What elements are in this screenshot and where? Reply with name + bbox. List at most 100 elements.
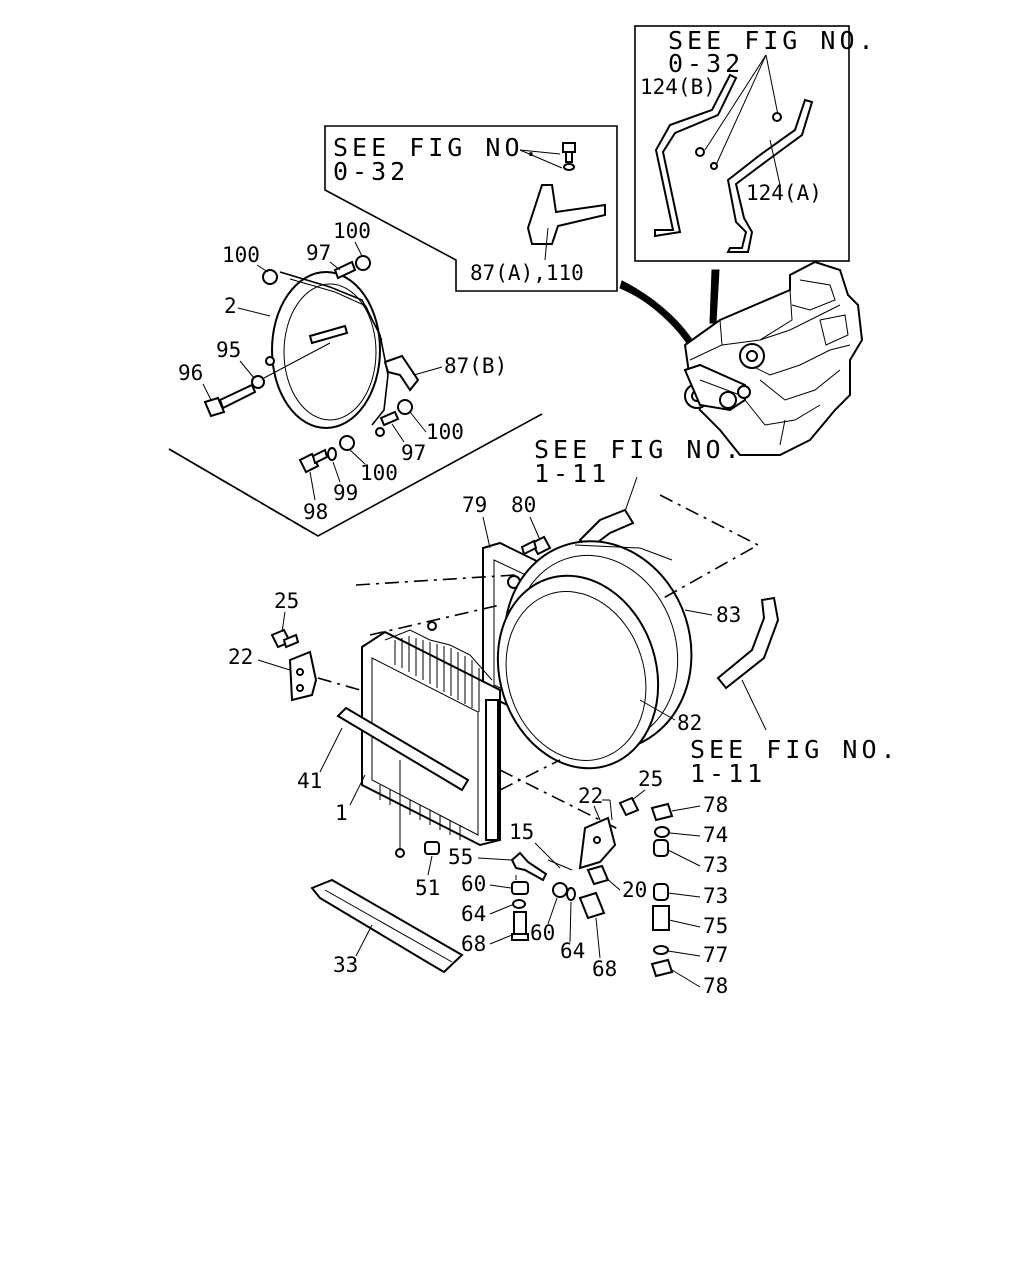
- callout-124b: 124(B): [640, 75, 716, 99]
- bracket-33: [310, 878, 464, 974]
- callout-64: 64: [560, 939, 585, 963]
- bracket-22-right: [578, 816, 617, 870]
- callout-25: 25: [638, 767, 663, 791]
- callout-68: 68: [592, 957, 617, 981]
- washer-77: [653, 945, 669, 955]
- callout-124a: 124(A): [746, 181, 822, 205]
- lower-callouts: 79 80 83 82 25 22 41 1 51 55 15 60 64 68…: [228, 493, 741, 998]
- callout-64: 64: [461, 902, 486, 926]
- spacer-97: [333, 260, 357, 280]
- reference-number: 1-11: [534, 459, 610, 488]
- callout-20: 20: [622, 878, 647, 902]
- reference-text: SEE FIG NO.: [668, 26, 878, 55]
- engine-block: [683, 260, 864, 456]
- bolt-96: [203, 383, 257, 418]
- callout-78: 78: [703, 974, 728, 998]
- spacer-97: [379, 410, 400, 427]
- fitting-60-right: [552, 882, 568, 898]
- callout-87a-110: 87(A),110: [470, 261, 584, 285]
- pipe-124b: [654, 73, 738, 238]
- fan-ring-83: [496, 540, 693, 770]
- nut-100: [355, 255, 371, 271]
- callout-15: 15: [509, 820, 534, 844]
- pipe-124a: [726, 98, 814, 253]
- callout-97: 97: [306, 241, 331, 265]
- nut-100: [262, 269, 278, 285]
- bracket-22-left: [288, 650, 318, 702]
- reference-text: SEE FIG NO.: [534, 435, 744, 464]
- bracket-87b: [383, 354, 420, 392]
- nut-100: [339, 435, 355, 451]
- callout-73: 73: [703, 884, 728, 908]
- callout-77: 77: [703, 943, 728, 967]
- callout-100: 100: [333, 219, 371, 243]
- callout-74: 74: [703, 823, 728, 847]
- callout-78: 78: [703, 793, 728, 817]
- callout-100: 100: [426, 420, 464, 444]
- callout-100: 100: [360, 461, 398, 485]
- bolt-25-left: [270, 628, 300, 649]
- bolt-68-right: [578, 891, 606, 920]
- reference-number: 0-32: [668, 49, 744, 78]
- callout-79: 79: [462, 493, 487, 517]
- bracket-87a: [526, 184, 606, 245]
- washer-95: [251, 375, 265, 389]
- fitting-stack: [650, 802, 674, 978]
- bolt-80: [520, 535, 552, 556]
- fan-shroud-assembly: [168, 255, 543, 537]
- callout-2: 2: [224, 294, 237, 318]
- callout-87b: 87(B): [444, 354, 507, 378]
- sleeve-73: [653, 839, 669, 857]
- callout-98: 98: [303, 500, 328, 524]
- tube-41: [336, 706, 470, 792]
- nut-100: [397, 399, 413, 415]
- bolt-icon: [562, 142, 576, 171]
- reference-fig-1-11-top: SEE FIG NO. 1-11: [534, 435, 744, 521]
- callout-100: 100: [222, 243, 260, 267]
- radiator-fins: [394, 636, 480, 712]
- reference-number: 1-11: [690, 759, 766, 788]
- callout-80: 80: [511, 493, 536, 517]
- callout-22: 22: [578, 784, 603, 808]
- callout-68: 68: [461, 932, 486, 956]
- reference-fig-1-11-bottom: SEE FIG NO. 1-11: [690, 679, 900, 788]
- nut-78: [650, 802, 674, 822]
- bolt-25-right: [618, 796, 640, 817]
- callout-25: 25: [274, 589, 299, 613]
- plug-51: [424, 841, 440, 855]
- shroud-callouts: 100 97 100 2 95 96 87(B) 100 97 100 99 9…: [178, 219, 507, 524]
- callout-51: 51: [415, 876, 440, 900]
- callout-83: 83: [716, 603, 741, 627]
- reference-text: SEE FIG NO.: [333, 133, 543, 162]
- callout-1: 1: [335, 801, 348, 825]
- reference-box-fig-0-32-left: SEE FIG NO. 0-32 87(A),110: [324, 125, 618, 292]
- nut-78: [650, 958, 674, 978]
- callout-60: 60: [461, 872, 486, 896]
- callout-60: 60: [530, 921, 555, 945]
- bolt-98: [298, 448, 329, 474]
- callout-82: 82: [677, 711, 702, 735]
- callout-33: 33: [333, 953, 358, 977]
- callout-96: 96: [178, 361, 203, 385]
- callout-95: 95: [216, 338, 241, 362]
- reference-number: 0-32: [333, 157, 409, 186]
- callout-41: 41: [297, 769, 322, 793]
- connector-75: [652, 905, 670, 931]
- callout-99: 99: [333, 481, 358, 505]
- callout-55: 55: [448, 845, 473, 869]
- drain-cock-55: [510, 851, 548, 882]
- reference-text: SEE FIG NO.: [690, 735, 900, 764]
- callout-73: 73: [703, 853, 728, 877]
- lower-hose: [716, 596, 780, 690]
- washer-64-right: [566, 887, 576, 901]
- washer-64-left: [512, 899, 526, 909]
- reference-box-fig-0-32-right: SEE FIG NO. 0-32 124(B) 124(A): [634, 25, 878, 262]
- fitting-60-left: [511, 881, 529, 895]
- shroud-ring-2: [271, 271, 381, 429]
- washer-99: [327, 447, 337, 461]
- bolt-68-left: [511, 911, 529, 941]
- fitting-20: [586, 864, 610, 886]
- callout-97: 97: [401, 441, 426, 465]
- callout-22: 22: [228, 645, 253, 669]
- callout-75: 75: [703, 914, 728, 938]
